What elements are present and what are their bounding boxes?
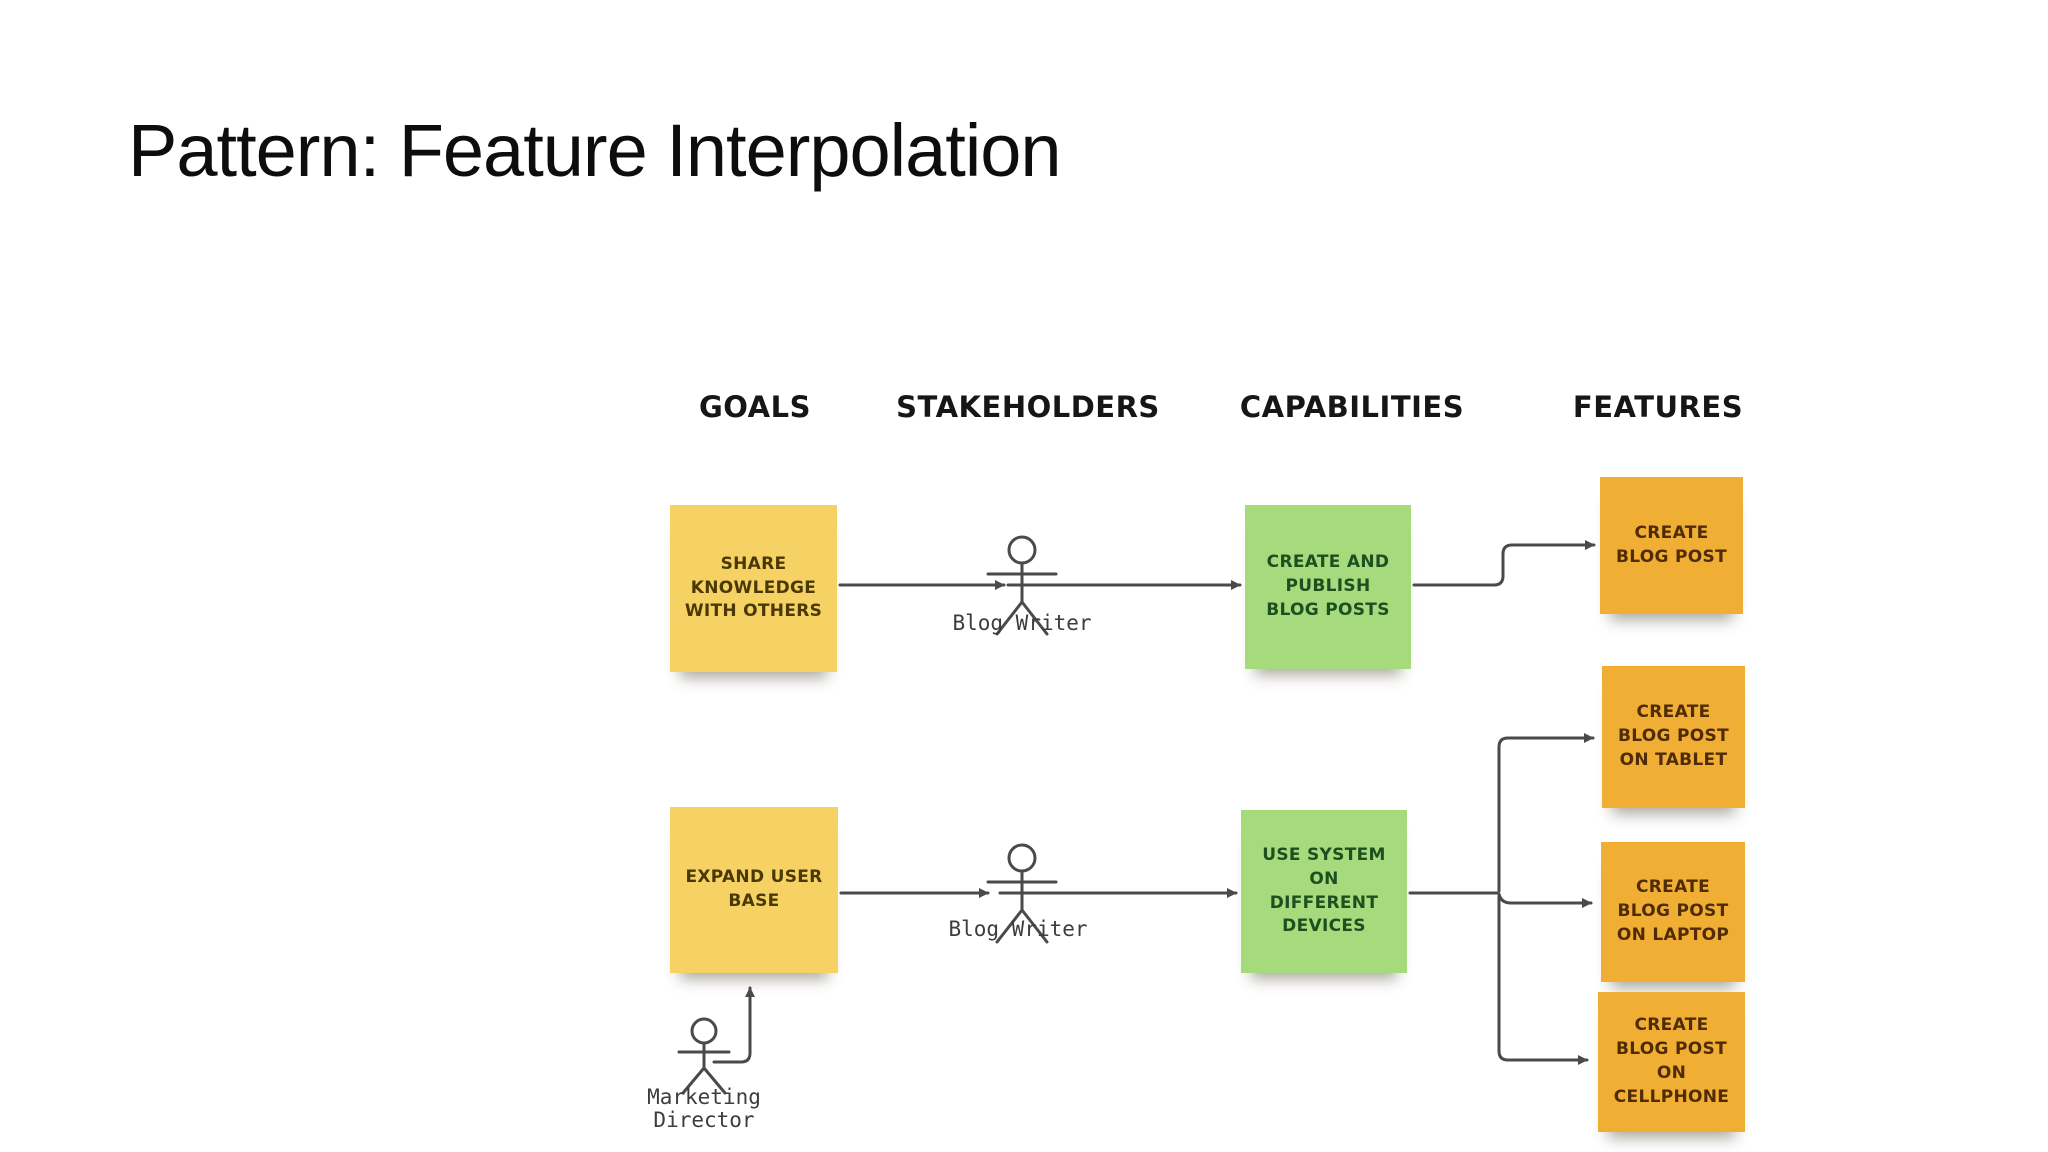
arrow-branch-to-cellphone xyxy=(1497,894,1589,1065)
note-goal-share-knowledge: SHARE KNOWLEDGE WITH OTHERS xyxy=(670,505,837,672)
note-capability-publish-posts: CREATE AND PUBLISH BLOG POSTS xyxy=(1245,505,1411,669)
actor-label-blog-writer-1: Blog Writer xyxy=(952,611,1092,635)
stick-figure-icon xyxy=(677,1017,731,1095)
note-capability-use-system: USE SYSTEM ON DIFFERENT DEVICES xyxy=(1241,810,1407,973)
arrow-marketing-to-expand xyxy=(712,986,755,1064)
note-feature-create-post: CREATE BLOG POST xyxy=(1600,477,1743,614)
note-feature-post-cellphone: CREATE BLOG POST ON CELLPHONE xyxy=(1598,992,1745,1132)
note-text: CREATE BLOG POST ON TABLET xyxy=(1618,702,1729,770)
arrow-branch-to-laptop xyxy=(1497,892,1593,908)
page-title: Pattern: Feature Interpolation xyxy=(128,109,1062,192)
column-header-goals: GOALS xyxy=(699,390,811,424)
note-feature-post-tablet: CREATE BLOG POST ON TABLET xyxy=(1602,666,1745,808)
column-header-capabilities: CAPABILITIES xyxy=(1239,390,1465,424)
note-text: CREATE BLOG POST ON CELLPHONE xyxy=(1613,1015,1730,1107)
note-goal-expand-user-base: EXPAND USER BASE xyxy=(670,807,838,973)
note-text: USE SYSTEM ON DIFFERENT DEVICES xyxy=(1262,844,1386,937)
arrow-branch-to-tablet xyxy=(1497,733,1595,893)
column-header-stakeholders: STAKEHOLDERS xyxy=(896,390,1160,424)
note-text: CREATE AND PUBLISH BLOG POSTS xyxy=(1266,552,1390,620)
column-header-features: FEATURES xyxy=(1572,390,1744,424)
actor-label-blog-writer-2: Blog Writer xyxy=(948,917,1088,941)
actor-label-marketing-director: Marketing Director xyxy=(647,1085,761,1133)
note-text: CREATE BLOG POST ON LAPTOP xyxy=(1616,877,1730,945)
note-text: EXPAND USER BASE xyxy=(685,867,823,911)
note-text: SHARE KNOWLEDGE WITH OTHERS xyxy=(684,553,823,622)
note-feature-post-laptop: CREATE BLOG POST ON LAPTOP xyxy=(1601,842,1745,982)
note-text: CREATE BLOG POST xyxy=(1616,522,1727,567)
arrow-publish-to-create-post xyxy=(1412,540,1596,587)
